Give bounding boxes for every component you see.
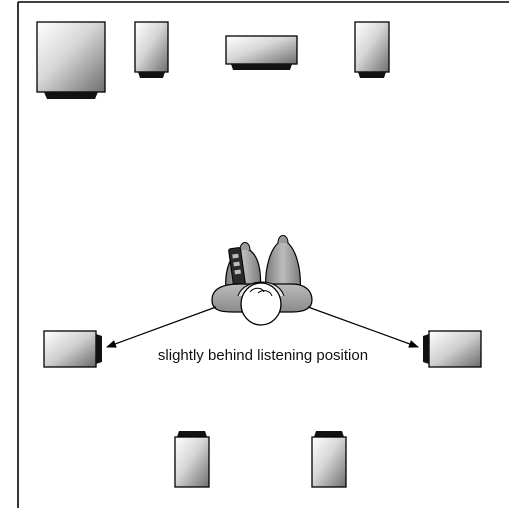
surround-right-speaker-icon (423, 330, 482, 368)
remote-control-icon (228, 247, 246, 287)
rear-right-speaker-icon (311, 431, 347, 488)
listener-topdown-icon (211, 235, 313, 326)
caption-text: slightly behind listening position (158, 347, 368, 364)
subwoofer-icon (36, 21, 106, 99)
surround-left-speaker-icon (43, 330, 102, 368)
arrow-to-right-surround (307, 306, 419, 348)
arrow-to-left-surround (106, 306, 217, 348)
front-right-speaker-icon (354, 21, 390, 78)
front-left-speaker-icon (134, 21, 169, 78)
center-speaker-icon (225, 35, 298, 70)
rear-left-speaker-icon (174, 431, 210, 488)
